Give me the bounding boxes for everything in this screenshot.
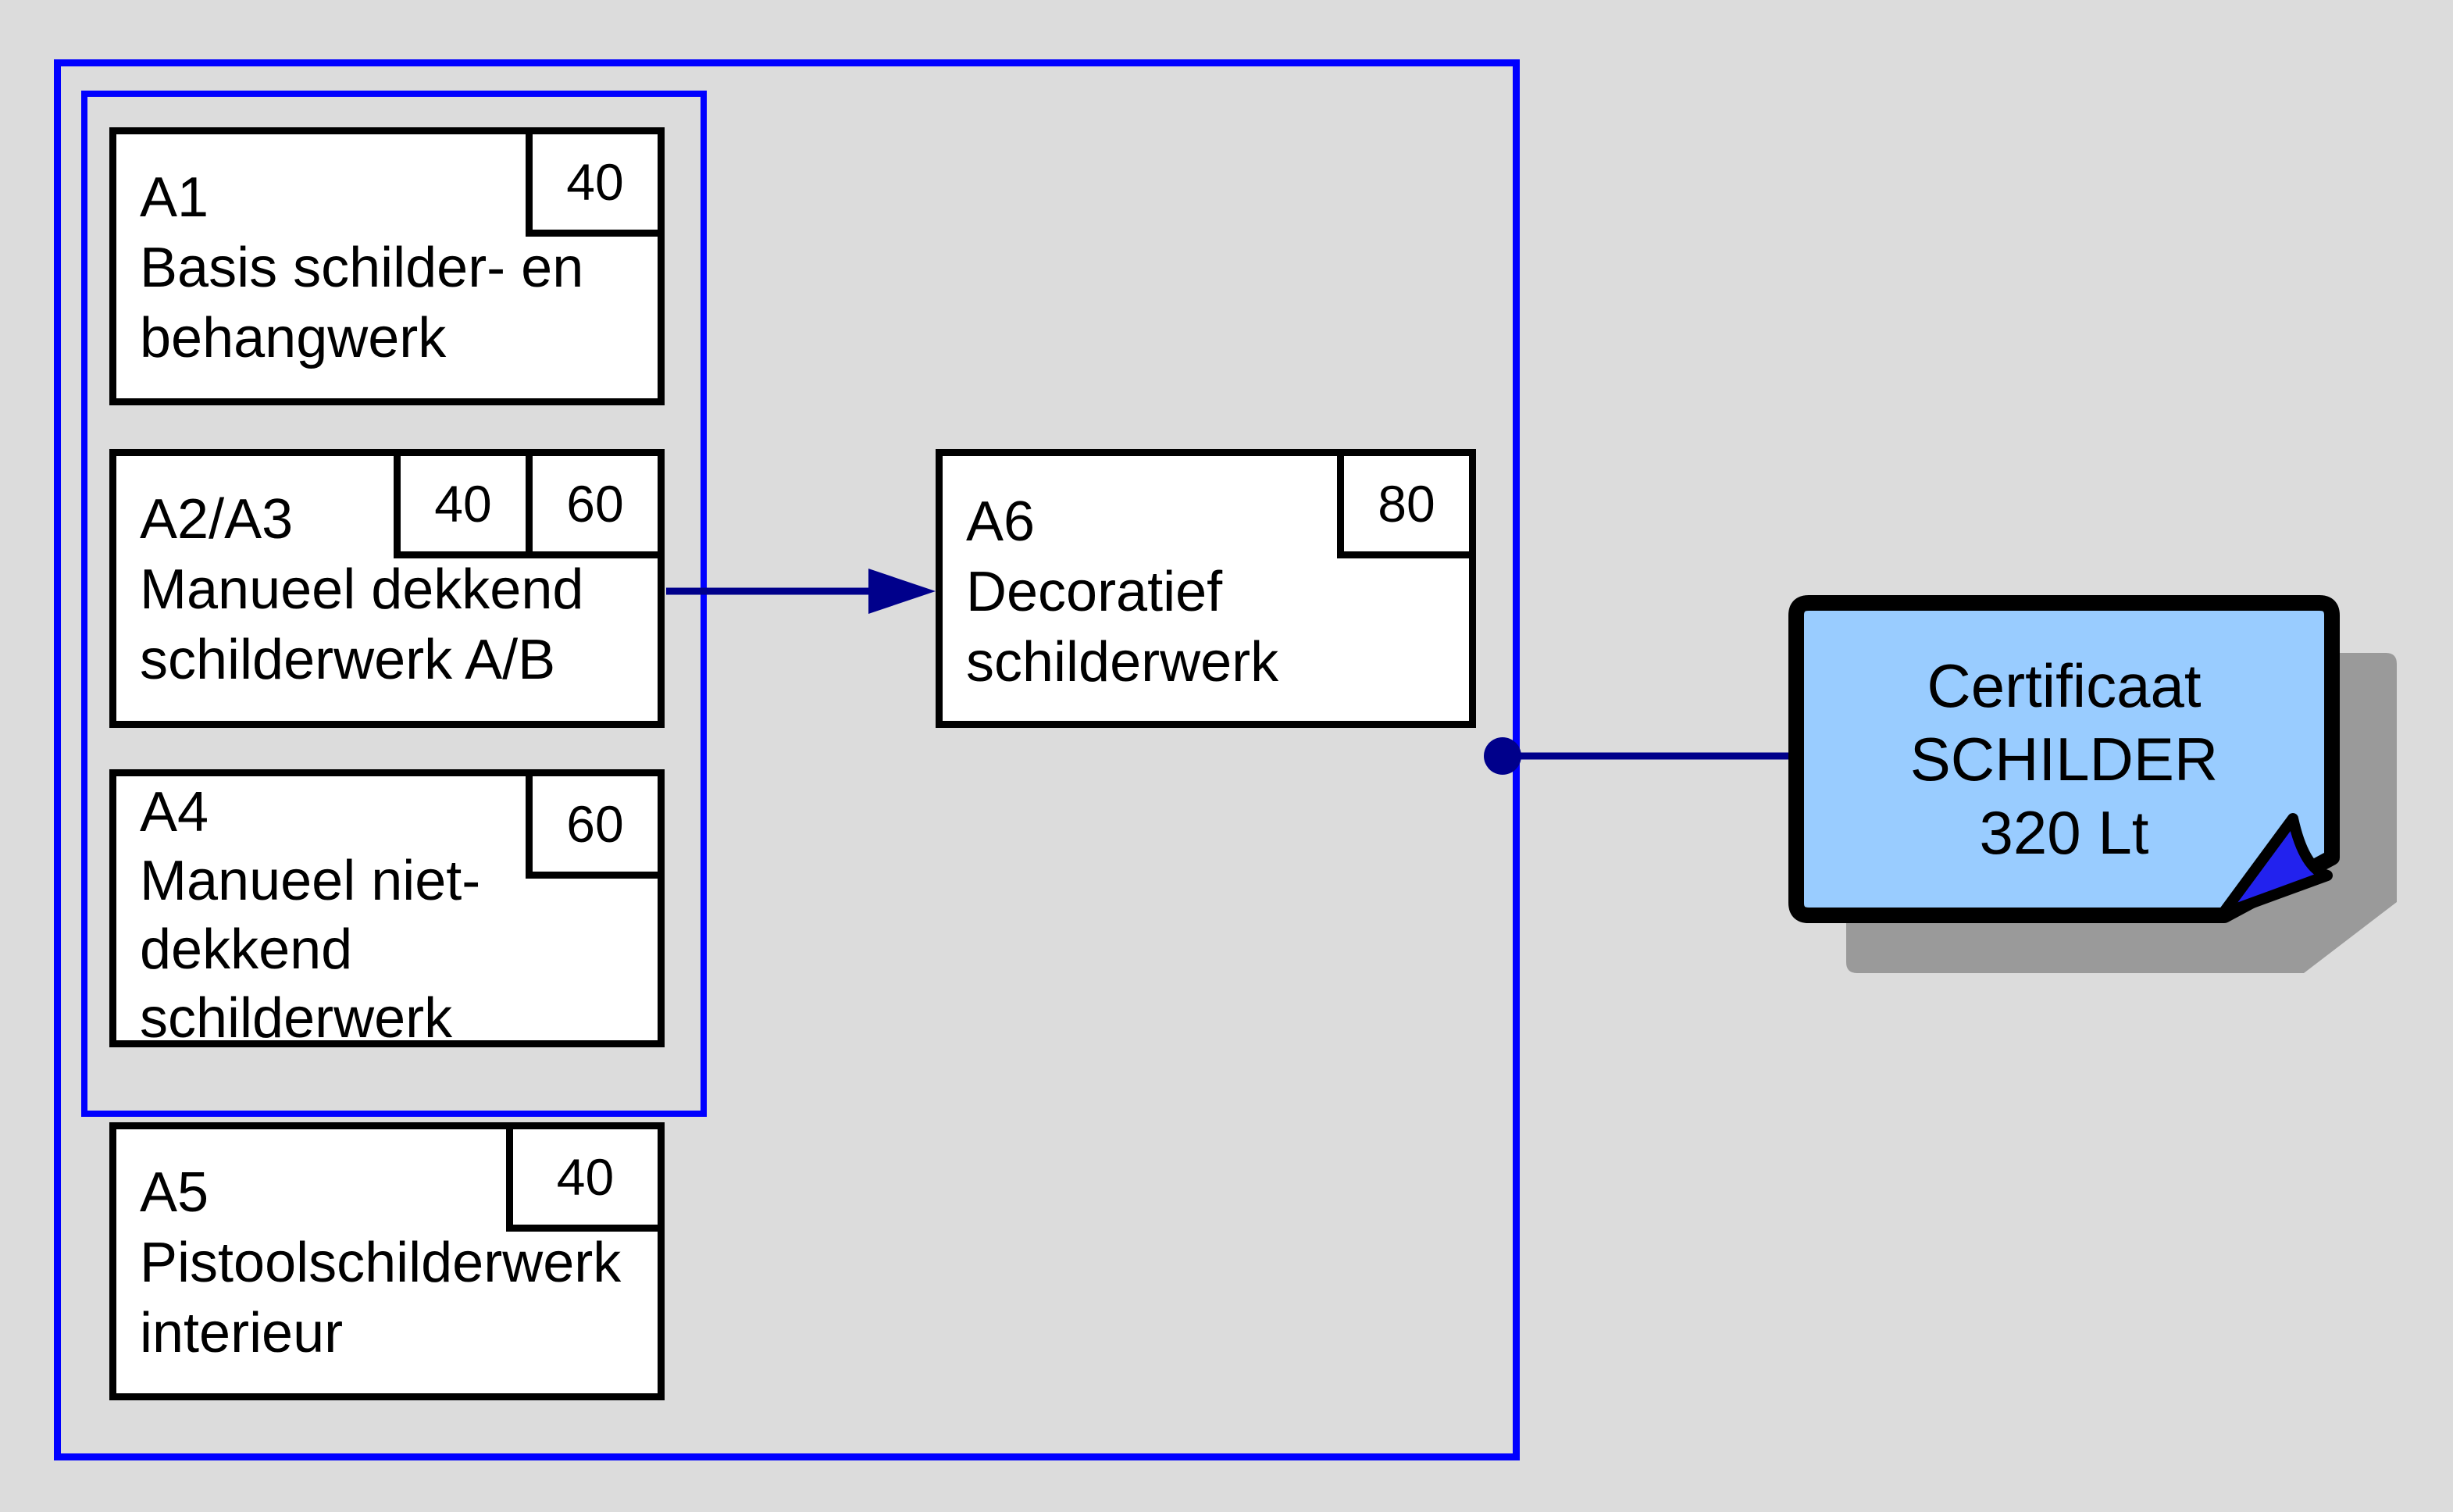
module-box-a1: 40 A1 Basis schilder- en behangwerk [109,127,665,405]
hours-badges: 40 [506,1122,665,1232]
module-description: Basis schilder- en behangwerk [140,237,584,369]
module-description: Manueel niet- dekkend schilderwerk [140,850,481,1050]
hours-badge: 80 [1337,449,1476,558]
module-code: A4 [140,781,209,843]
hours-badges: 40 60 [394,449,665,558]
hours-badge: 60 [526,449,665,558]
hours-badge: 40 [394,449,533,558]
module-description: Decoratief schilderwerk [966,561,1279,694]
hours-badge: 60 [526,769,665,879]
module-code: A6 [966,490,1036,553]
module-box-a2a3: 40 60 A2/A3 Manueel dekkend schilderwerk… [109,449,665,728]
module-box-a6: 80 A6 Decoratief schilderwerk [936,449,1476,728]
module-box-a5: 40 A5 Pistoolschilderwerk interieur [109,1122,665,1400]
hours-badges: 60 [526,769,665,879]
module-code: A1 [140,166,209,229]
inner-group-frame [81,91,707,1117]
hours-badge: 40 [506,1122,665,1232]
module-code: A5 [140,1161,209,1224]
module-box-a4: 60 A4 Manueel niet- dekkend schilderwerk [109,769,665,1050]
module-description: Pistoolschilderwerk interieur [140,1232,622,1364]
hours-badge: 40 [526,127,665,237]
module-description: Manueel dekkend schilderwerk A/B [140,558,584,691]
hours-badges: 40 [526,127,665,237]
certificate-label: Certificaat SCHILDER 320 Lt [1909,651,2219,867]
module-code: A2/A3 [140,488,294,551]
hours-badges: 80 [1337,449,1476,558]
